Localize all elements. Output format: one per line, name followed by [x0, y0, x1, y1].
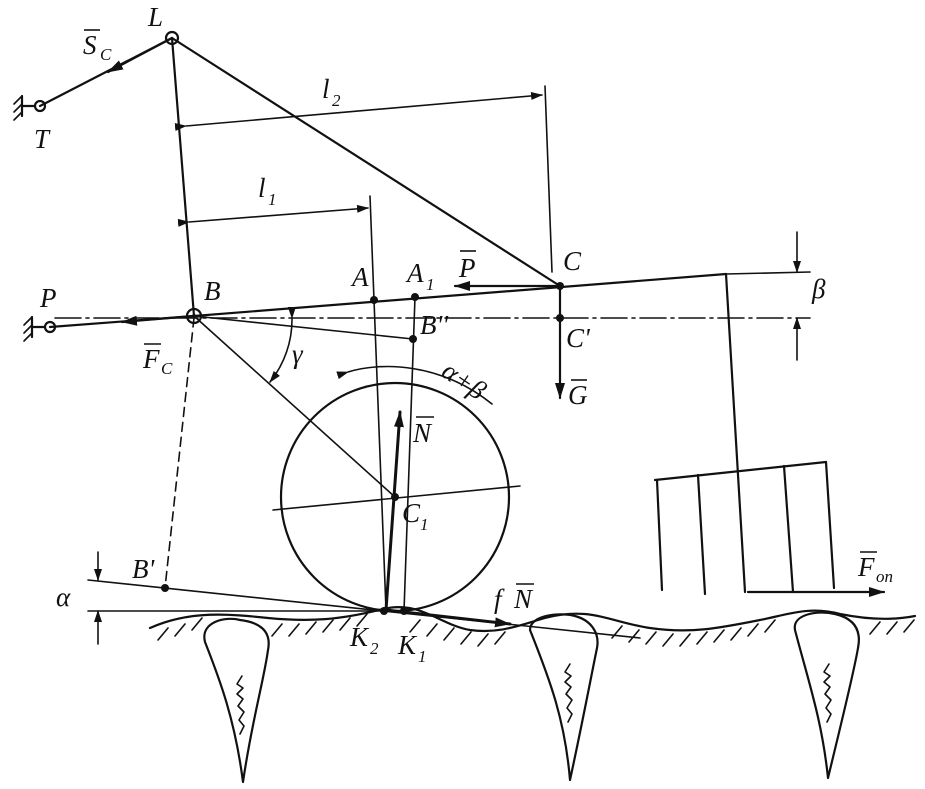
- ground-hatching: [157, 613, 915, 647]
- label-P-hinge: P: [39, 283, 57, 313]
- point-C: [556, 282, 564, 290]
- point-A: [370, 296, 378, 304]
- link-L-B: [170, 36, 196, 318]
- link-B-Bdouble: [193, 315, 414, 340]
- l2-extension: [544, 85, 553, 273]
- label-T: T: [34, 124, 51, 154]
- label-A1-sub: 1: [426, 275, 435, 294]
- label-l2: l: [322, 74, 330, 104]
- label-fN-f: f: [494, 584, 505, 614]
- label-F: F: [142, 344, 160, 374]
- hinge-B: [185, 307, 203, 325]
- plant-left: [203, 617, 270, 784]
- l2-dimension: [174, 91, 543, 131]
- label-l2-sub: 2: [332, 91, 341, 110]
- gamma-arc: [269, 306, 296, 383]
- point-B-double: [409, 335, 417, 343]
- inclined-reference-line: [87, 579, 641, 639]
- label-K2-sub: 2: [370, 639, 379, 658]
- label-G: G: [568, 380, 588, 410]
- dashed-projection-B-Bprime: [164, 317, 195, 589]
- label-l1: l: [258, 173, 266, 203]
- point-C1: [391, 493, 399, 501]
- label-B-prime: B': [132, 554, 155, 584]
- plant-middle: [528, 613, 599, 782]
- label-C1: C: [402, 498, 421, 528]
- point-A1: [411, 293, 419, 301]
- point-K1: [400, 607, 408, 615]
- point-B-prime: [161, 584, 169, 592]
- line-A-K2: [373, 299, 387, 611]
- label-N: N: [412, 418, 433, 448]
- hinge-L: [164, 30, 180, 46]
- link-B-C1: [193, 315, 396, 498]
- label-B: B: [204, 276, 221, 306]
- point-C-prime: [556, 314, 564, 322]
- label-l1-sub: 1: [268, 190, 277, 209]
- label-Fon: F: [857, 552, 875, 582]
- label-C: C: [563, 246, 582, 276]
- line-A1-K1: [403, 296, 416, 612]
- label-K1: K: [397, 630, 418, 660]
- label-A1: A: [405, 258, 424, 288]
- label-fN-N: N: [513, 584, 534, 614]
- label-gamma: γ: [292, 339, 304, 369]
- label-Fon-sub: on: [876, 567, 893, 586]
- alpha-beta-arc: [336, 365, 493, 405]
- label-P-force: P: [458, 253, 476, 283]
- l1-extension: [369, 195, 375, 301]
- label-K2: K: [349, 622, 370, 652]
- label-C-prime: C': [566, 323, 591, 353]
- label-K1-sub: 1: [418, 647, 427, 666]
- label-B-double: B'': [420, 310, 449, 340]
- support-P: [23, 315, 57, 342]
- link-L-C: [170, 36, 562, 288]
- force-N: [384, 410, 404, 612]
- label-S: S: [83, 30, 97, 60]
- label-A: A: [350, 262, 369, 292]
- force-F: [120, 314, 196, 326]
- ground-surface: [148, 606, 917, 647]
- label-F-sub: C: [161, 359, 173, 378]
- l1-dimension: [177, 204, 369, 227]
- support-T: [13, 94, 47, 121]
- label-alpha: α: [56, 582, 71, 612]
- plant-right: [793, 611, 860, 780]
- point-K2: [380, 607, 388, 615]
- cultivator-tool: [653, 272, 836, 596]
- label-L: L: [147, 2, 163, 32]
- force-S: [106, 36, 174, 74]
- label-S-sub: C: [100, 45, 112, 64]
- label-C1-sub: 1: [420, 515, 429, 534]
- label-beta: β: [811, 274, 826, 304]
